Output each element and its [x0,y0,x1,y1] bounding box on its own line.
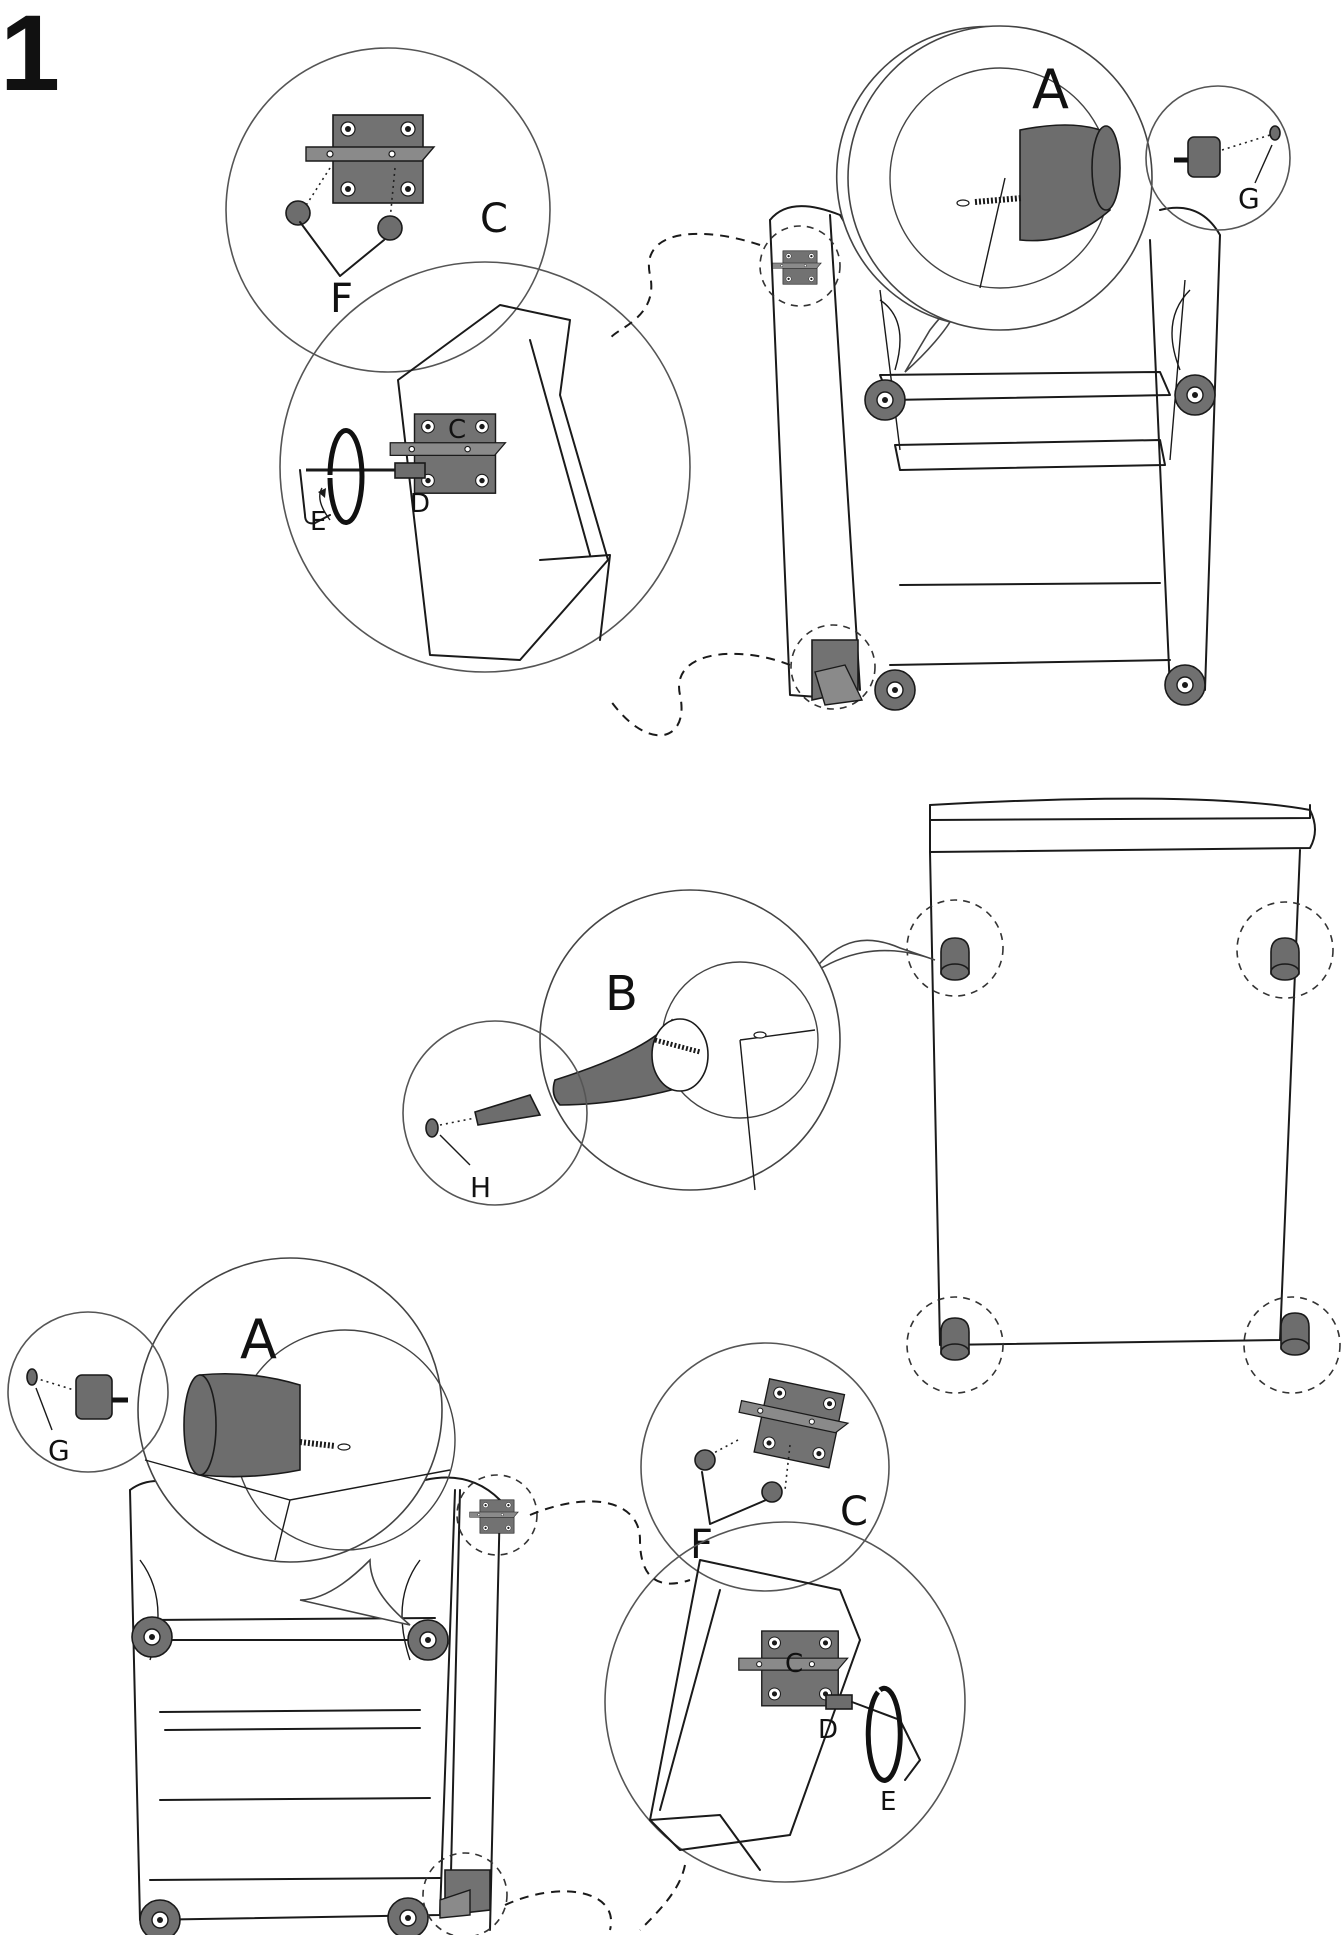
label-e: E [310,507,326,537]
label-c-bottom: C [840,1489,868,1535]
detail-plate-with-dowels-bottom: F C [640,1342,890,1592]
cart-upright-top [759,205,1221,711]
connector-top-upper [609,232,761,341]
connector-bottom-upper [529,1500,691,1585]
dowel-f-3 [694,1449,716,1471]
label-d-bottom: D [818,1715,838,1745]
label-c: C [480,196,508,242]
label-b: B [605,966,638,1022]
label-a-bottom: A [240,1308,277,1371]
connector-bottom-lower [504,1890,613,1931]
detail-hex-key-bottom: C D E [604,1521,966,1883]
detail-hex-key-top: C E D [279,261,691,673]
label-c-closeup-bottom: C [785,1649,803,1679]
cart-bottom-view [906,797,1341,1394]
detail-h: H [402,1020,588,1206]
callout-b: B [539,889,936,1191]
label-f: F [330,276,353,322]
label-a-top: A [1032,58,1069,121]
cart-upright-bottom [129,1474,538,1935]
label-f-bottom: F [690,1522,713,1568]
label-h: H [470,1171,491,1204]
callout-a-top: A [835,25,1153,373]
detail-g-bottom: G [7,1311,169,1473]
dowel-f-2 [377,215,403,241]
label-g-bottom: G [48,1434,70,1467]
detail-g-top: G [1145,85,1291,231]
label-e-bottom: E [880,1787,896,1817]
label-c-closeup: C [448,415,466,445]
label-d: D [410,489,430,519]
connector-top-lower [609,652,791,737]
dowel-f-1 [285,200,311,226]
callout-a-bottom: A [137,1257,456,1626]
dowel-f-4 [761,1481,783,1503]
connector-bottom-lower-2 [639,1864,686,1931]
label-g-top: G [1238,182,1260,215]
step-number: 1 [0,0,60,113]
detail-plate-with-dowels: F C [225,47,551,373]
